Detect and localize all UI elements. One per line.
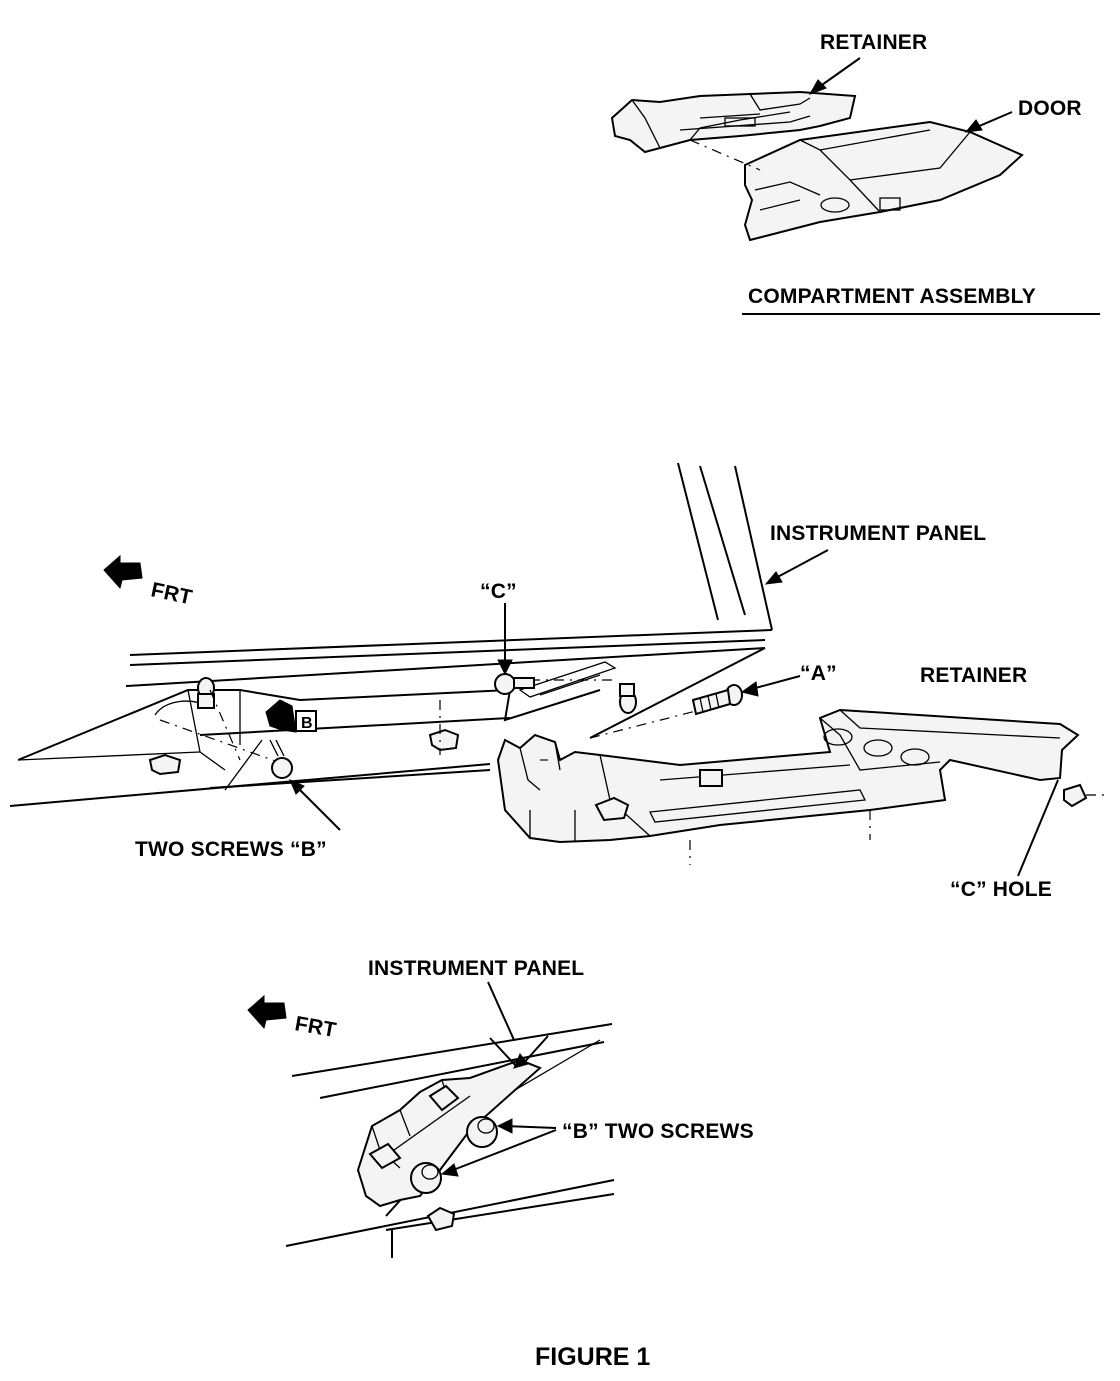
retainer-label-main: RETAINER — [920, 664, 1027, 687]
b-marker: B — [265, 699, 317, 733]
frt-label-detail: FRT — [293, 1012, 338, 1042]
detail-screw-leader-2 — [447, 1129, 557, 1173]
detail-panel-pointer — [487, 981, 515, 1041]
a-screw-label: “A” — [800, 662, 837, 685]
retainer-top-arrowhead — [808, 79, 827, 95]
door-part — [689, 120, 1024, 242]
figure-caption: FIGURE 1 — [535, 1343, 650, 1371]
c-hole-label: “C” HOLE — [950, 878, 1052, 901]
screws-b — [269, 739, 341, 831]
frt-arrow-main — [103, 554, 143, 590]
instrument-panel-arrowhead — [764, 571, 783, 585]
screw-c — [494, 603, 535, 695]
c-screw-label: “C” — [480, 580, 517, 603]
two-screws-b-label: TWO SCREWS “B” — [135, 838, 327, 861]
retainer-part-top — [610, 90, 857, 154]
detail-view: FRT INSTRUMENT PANEL “B” TWO SCREWS — [247, 957, 754, 1258]
frt-label-main: FRT — [149, 578, 194, 609]
b-marker-letter: B — [301, 715, 313, 732]
frt-arrow-detail — [247, 994, 287, 1030]
b-two-screws-label: “B” TWO SCREWS — [562, 1120, 754, 1143]
detail-panel-arrowhead — [513, 1053, 529, 1069]
instrument-panel-label-main: INSTRUMENT PANEL — [770, 522, 986, 545]
door-label: DOOR — [1018, 97, 1082, 120]
instrument-panel-label-detail: INSTRUMENT PANEL — [368, 957, 584, 980]
detail-screw-leader-1 — [503, 1125, 557, 1129]
compartment-assembly: RETAINER DOOR COMPARTMENT ASSEMBLY — [610, 31, 1100, 315]
retainer-top-label: RETAINER — [820, 31, 927, 54]
instrument-panel-leader — [771, 549, 829, 581]
instrument-panel-outline — [9, 462, 773, 807]
detail-panel-leader — [489, 1037, 517, 1067]
c-hole-leader — [1017, 779, 1059, 877]
retainer-part-main — [496, 708, 1110, 865]
screw-a — [691, 675, 801, 716]
door-arrowhead — [964, 119, 983, 133]
main-assembly-view: “C” “A” B TWO SCREWS “B” — [9, 462, 1110, 901]
compartment-assembly-label: COMPARTMENT ASSEMBLY — [748, 285, 1036, 308]
